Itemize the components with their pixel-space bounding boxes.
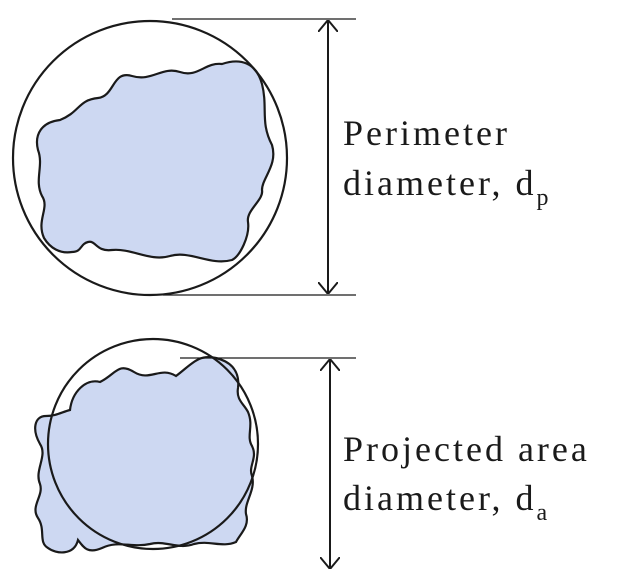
perimeter-diameter-figure: Perimeter diameter, dp (11, 18, 552, 297)
perimeter-label-line2: diameter, dp (343, 163, 552, 211)
irregular-particle-bottom (34, 356, 256, 554)
projected-label-line1: Projected area (343, 429, 590, 469)
irregular-particle-top (35, 60, 275, 263)
perimeter-subscript: p (537, 185, 552, 211)
perimeter-circle (11, 19, 289, 297)
projected-area-diameter-figure: Projected area diameter, da (34, 337, 590, 568)
projected-label-line2: diameter, da (343, 478, 550, 526)
projected-subscript: a (537, 500, 551, 526)
perimeter-label-main: diameter, d (343, 163, 537, 203)
perimeter-label-line1: Perimeter (343, 113, 510, 153)
projected-area-circle (46, 337, 260, 551)
projected-label-main: diameter, d (343, 478, 537, 518)
